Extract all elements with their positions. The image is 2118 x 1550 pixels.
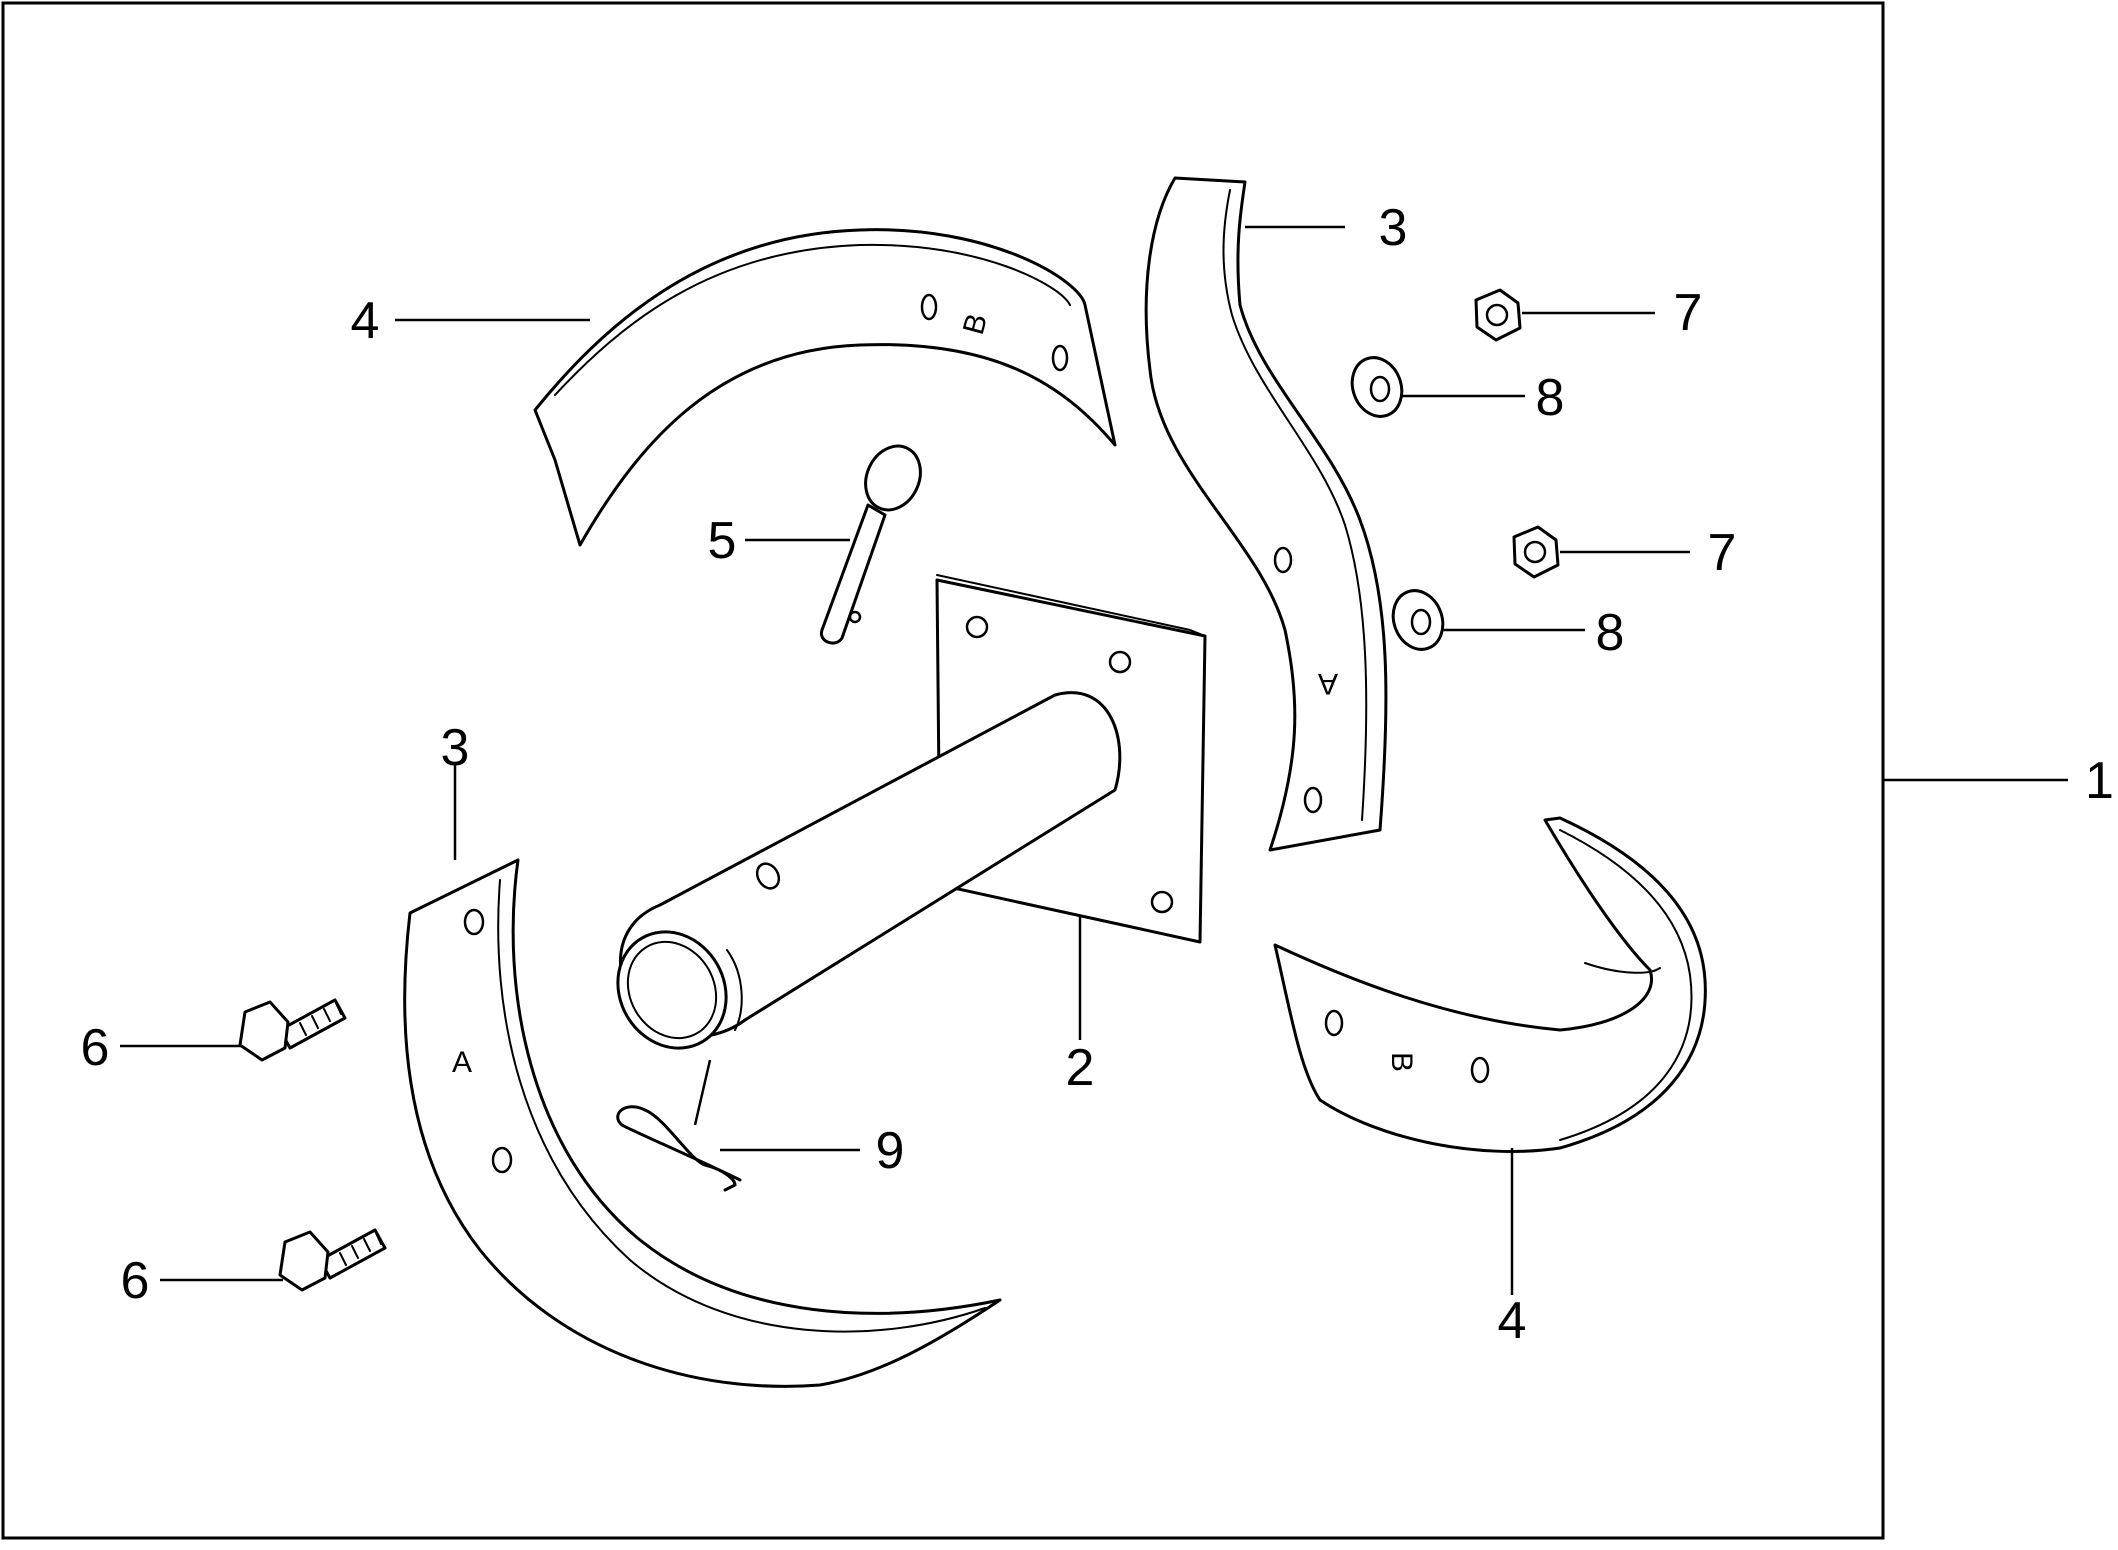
- blade-mark-a: A: [1318, 667, 1338, 700]
- nut-7-lower: [1512, 525, 1560, 579]
- callout-6-lower: 6: [121, 1252, 150, 1310]
- callout-6-upper: 6: [81, 1019, 110, 1077]
- nut-7-upper: [1474, 288, 1522, 342]
- blade-4-upper: B: [533, 228, 1117, 547]
- bolt-hole: [920, 293, 938, 321]
- callout-9: 9: [876, 1122, 905, 1180]
- callout-7-lower: 7: [1708, 524, 1737, 582]
- clip-9: [616, 1105, 742, 1192]
- bolt-hole: [1273, 546, 1293, 574]
- bolt-hole: [463, 908, 485, 936]
- callout-8-upper: 8: [1536, 369, 1565, 427]
- pin-5: [819, 444, 922, 645]
- bolt-6-upper: [238, 998, 347, 1062]
- washer-8-upper: [1350, 356, 1404, 418]
- blade-3-lower: A: [403, 858, 1002, 1388]
- flange-hole: [965, 615, 989, 639]
- blade-4-lower: B: [1273, 816, 1707, 1153]
- leader-lines: [120, 225, 2068, 1295]
- callout-7-upper: 7: [1674, 284, 1703, 342]
- bolt-hole: [1324, 1009, 1344, 1037]
- blade-3-upper: A: [1144, 176, 1388, 852]
- blade-mark-b: B: [1385, 1052, 1418, 1072]
- callout-labels: 1 2 3 3 4 4 5 6 6 7 7 8 8 9: [81, 199, 2114, 1350]
- flange-hole: [1150, 890, 1174, 914]
- callout-1: 1: [2085, 752, 2114, 810]
- diagram-frame: [1, 1, 1885, 1540]
- shaft-pin-hole: [755, 862, 781, 890]
- callout-8-lower: 8: [1596, 604, 1625, 662]
- bolt-6-lower: [278, 1228, 387, 1292]
- bolt-hole: [1051, 344, 1069, 372]
- callout-2: 2: [1066, 1039, 1095, 1097]
- shaft-2: [616, 574, 1207, 1050]
- blade-mark-a: A: [452, 1046, 472, 1079]
- callout-3-lower: 3: [441, 719, 470, 777]
- bolt-hole: [1303, 786, 1323, 814]
- washer-8-lower: [1391, 589, 1445, 651]
- callout-4-lower: 4: [1498, 1292, 1527, 1350]
- bolt-hole: [1470, 1056, 1490, 1084]
- callout-4-upper: 4: [351, 292, 380, 350]
- callout-5: 5: [708, 512, 737, 570]
- bolt-hole: [491, 1146, 513, 1174]
- flange-hole: [1108, 650, 1132, 674]
- callout-3-upper: 3: [1379, 199, 1408, 257]
